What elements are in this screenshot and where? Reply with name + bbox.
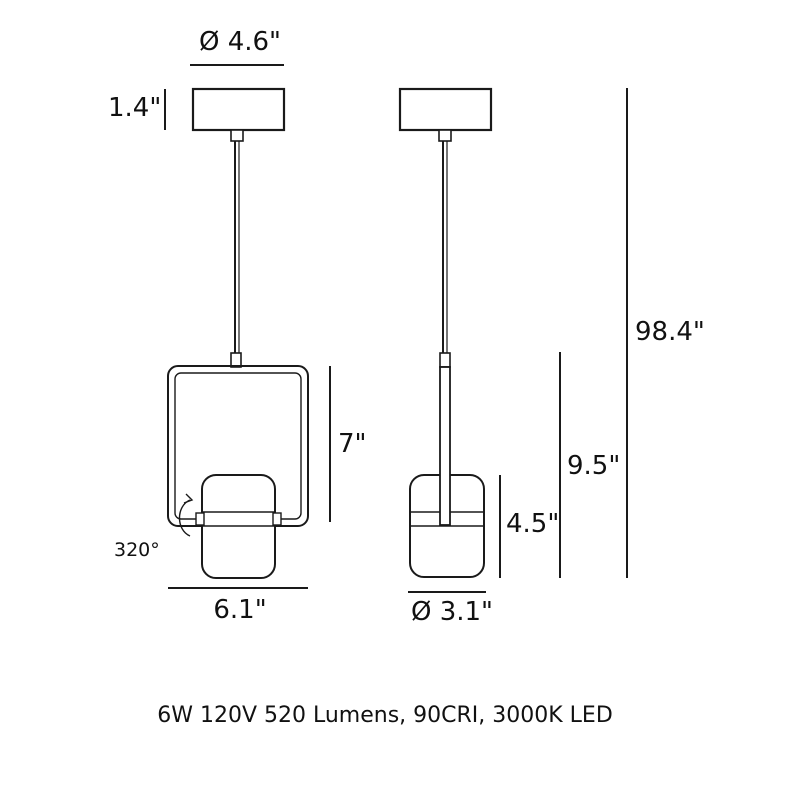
front-pivot-right [272, 512, 282, 526]
side-canopy-connector [438, 129, 452, 142]
side-view [398, 87, 493, 578]
front-pivot-left [195, 512, 205, 526]
canopy-diameter-label: Ø 4.6" [199, 27, 281, 57]
shade-height-label: 4.5" [506, 509, 559, 539]
fixture-height-label: 9.5" [567, 451, 620, 481]
fixture-width-label: 6.1" [213, 595, 266, 625]
front-canopy [191, 87, 286, 132]
rotation-arrow [178, 499, 191, 537]
canopy-height-label: 1.4" [108, 93, 161, 123]
side-frame-edge [439, 366, 451, 526]
front-canopy-connector [230, 129, 244, 142]
front-frame-connector [230, 352, 242, 368]
side-frame-connector [439, 352, 451, 368]
frame-height-label: 7" [338, 429, 367, 459]
spec-line: 6W 120V 520 Lumens, 90CRI, 3000K LED [157, 703, 613, 728]
rotation-label: 320° [114, 539, 160, 561]
shade-diameter-label: Ø 3.1" [411, 597, 493, 627]
side-canopy [398, 87, 493, 132]
front-view [167, 87, 309, 579]
overall-height-label: 98.4" [635, 317, 705, 347]
dimension-lines [164, 64, 628, 593]
rotation-arrowhead [183, 493, 194, 504]
